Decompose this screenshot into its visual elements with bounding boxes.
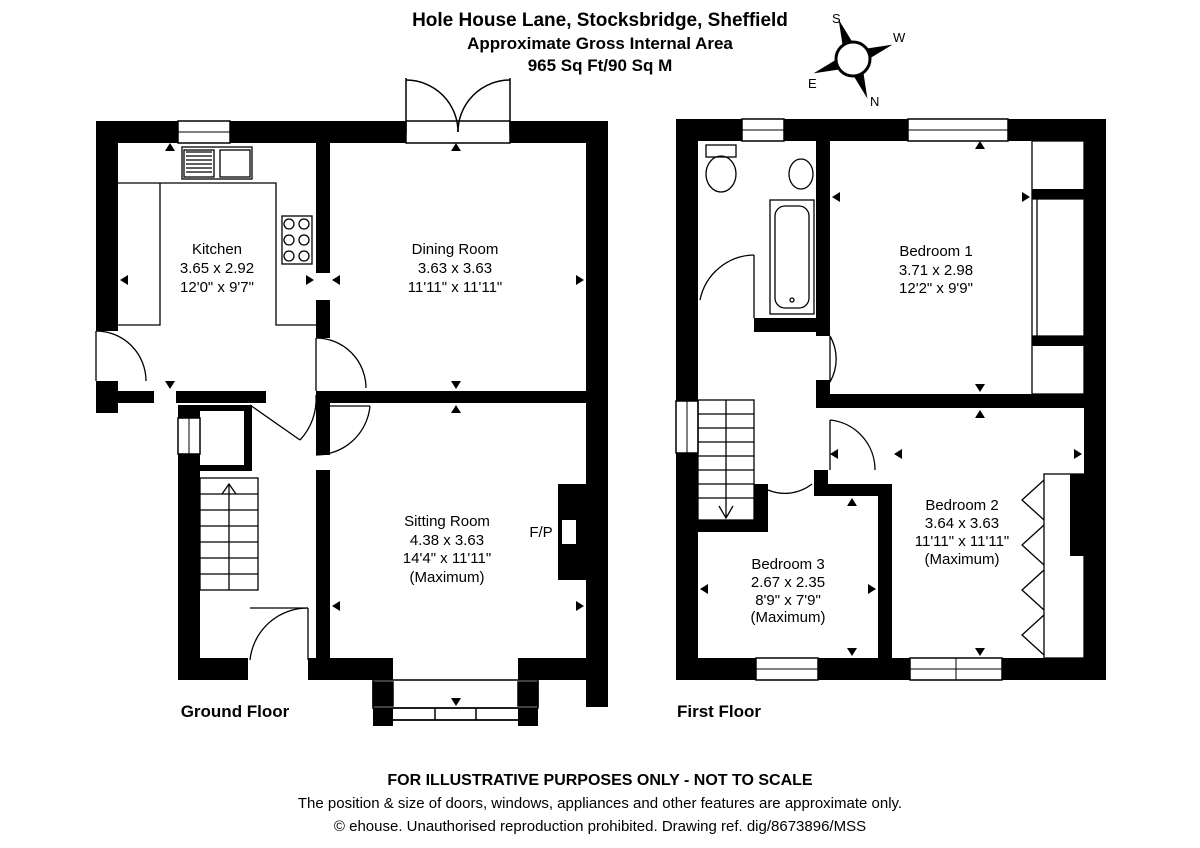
compass-s: S [832, 11, 841, 26]
kitchen-imperial: 12'0" x 9'7" [180, 279, 254, 296]
approximation-note: The position & size of doors, windows, a… [297, 795, 903, 812]
compass-e: E [808, 76, 817, 91]
sitting-room-name: Sitting Room [404, 513, 490, 530]
bedroom-2-imperial: 11'11" x 11'11" [915, 533, 1010, 550]
ground-floor-plan: Kitchen 3.65 x 2.92 12'0" x 9'7" Dining … [95, 78, 608, 726]
bedroom-3-metric: 2.67 x 2.35 [751, 574, 825, 591]
bedroom-3-name: Bedroom 3 [751, 556, 824, 573]
fireplace-label: F/P [529, 524, 552, 541]
bedroom-3-note: (Maximum) [751, 609, 826, 626]
bedroom-2-name: Bedroom 2 [925, 497, 998, 514]
kitchen-metric: 3.65 x 2.92 [180, 260, 254, 277]
area-label: Approximate Gross Internal Area [467, 34, 733, 53]
dining-room-name: Dining Room [412, 241, 499, 258]
ground-floor-label: Ground Floor [181, 702, 290, 721]
kitchen-name: Kitchen [192, 241, 242, 258]
dining-room-imperial: 11'11" x 11'11" [408, 279, 503, 296]
first-floor-plan: Bedroom 1 3.71 x 2.98 12'2" x 9'9" Bedro… [675, 118, 1106, 721]
area-value: 965 Sq Ft/90 Sq M [527, 56, 673, 75]
copyright-text: © ehouse. Unauthorised reproduction proh… [333, 818, 867, 835]
first-floor-label: First Floor [677, 702, 761, 721]
compass-w: W [893, 30, 906, 45]
sitting-room-note: (Maximum) [410, 569, 485, 586]
bedroom-1-name: Bedroom 1 [899, 243, 972, 260]
bedroom-2-metric: 3.64 x 3.63 [925, 515, 999, 532]
bedroom-2-note: (Maximum) [925, 551, 1000, 568]
disclaimer-text: FOR ILLUSTRATIVE PURPOSES ONLY - NOT TO … [387, 772, 813, 789]
compass-n: N [870, 94, 879, 109]
sitting-room-metric: 4.38 x 3.63 [410, 532, 484, 549]
bedroom-1-imperial: 12'2" x 9'9" [899, 280, 973, 297]
bedroom-1-metric: 3.71 x 2.98 [899, 262, 973, 279]
dining-room-metric: 3.63 x 3.63 [418, 260, 492, 277]
compass-icon: S W E N [808, 11, 906, 109]
sitting-room-imperial: 14'4" x 11'11" [403, 550, 491, 567]
bedroom-3-imperial: 8'9" x 7'9" [755, 592, 821, 609]
address-title: Hole House Lane, Stocksbridge, Sheffield [412, 10, 788, 31]
